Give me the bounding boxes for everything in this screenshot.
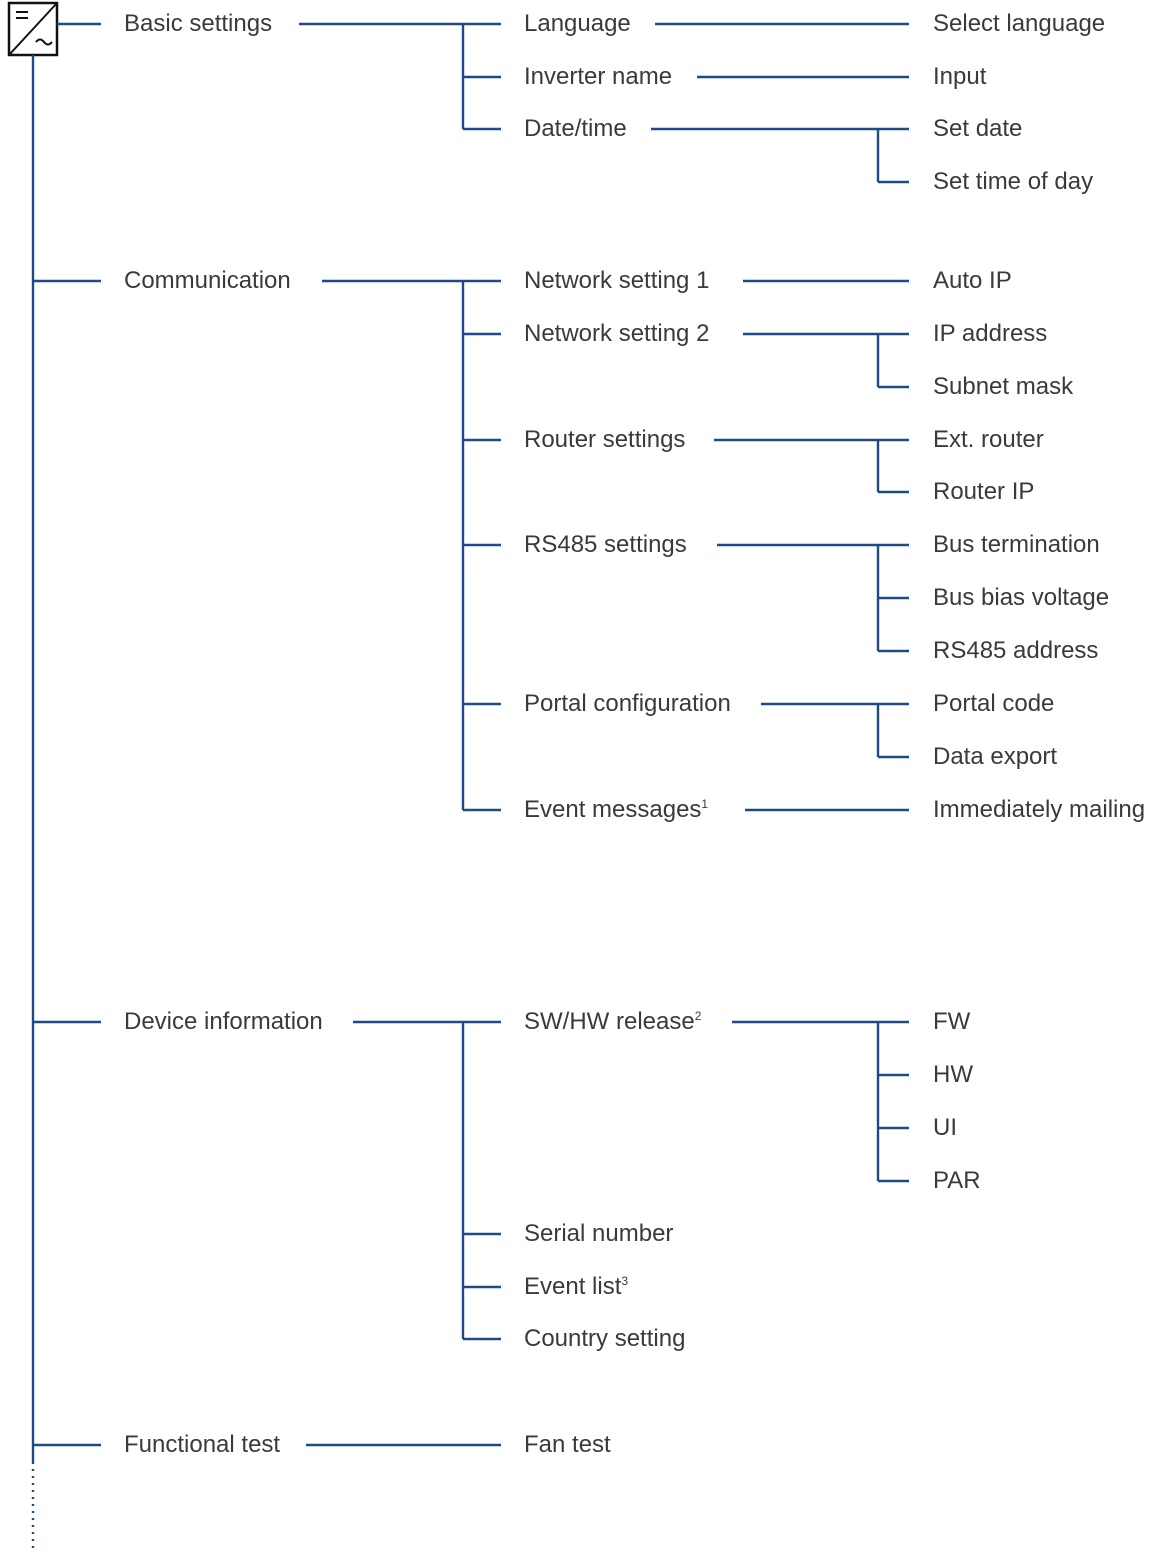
menu-set-time-of-day: Set time of day bbox=[933, 168, 1094, 195]
menu-event-list-label: Event list bbox=[524, 1273, 622, 1300]
menu-device-information: Device information bbox=[124, 1008, 323, 1035]
menu-network-setting-1: Network setting 1 bbox=[524, 267, 710, 294]
menu-country-setting: Country setting bbox=[524, 1325, 686, 1352]
inverter-icon bbox=[7, 1, 59, 57]
menu-input: Input bbox=[933, 63, 987, 90]
menu-sw-hw-release-label: SW/HW release bbox=[524, 1008, 695, 1035]
menu-par: PAR bbox=[933, 1167, 981, 1194]
menu-sw-hw-release: SW/HW release2 bbox=[524, 1008, 701, 1036]
menu-bus-bias-voltage: Bus bias voltage bbox=[933, 584, 1110, 611]
menu-communication: Communication bbox=[124, 267, 291, 294]
menu-data-export: Data export bbox=[933, 743, 1058, 770]
menu-rs485-settings: RS485 settings bbox=[524, 531, 687, 558]
menu-ui: UI bbox=[933, 1114, 957, 1141]
menu-inverter-name: Inverter name bbox=[524, 63, 673, 90]
menu-language: Language bbox=[524, 10, 631, 37]
menu-ext-router: Ext. router bbox=[933, 426, 1044, 453]
footnote-3: 3 bbox=[621, 1274, 629, 1288]
menu-select-language: Select language bbox=[933, 10, 1106, 37]
menu-fw: FW bbox=[933, 1008, 971, 1035]
menu-network-setting-2: Network setting 2 bbox=[524, 320, 710, 347]
menu-serial-number: Serial number bbox=[524, 1220, 674, 1247]
menu-date-time: Date/time bbox=[524, 115, 627, 142]
menu-event-messages-label: Event messages bbox=[524, 796, 702, 823]
footnote-1: 1 bbox=[701, 797, 709, 811]
menu-immediately-mailing: Immediately mailing bbox=[933, 796, 1146, 823]
menu-auto-ip: Auto IP bbox=[933, 267, 1012, 294]
menu-rs485-address: RS485 address bbox=[933, 637, 1099, 664]
menu-ip-address: IP address bbox=[933, 320, 1048, 347]
menu-portal-code: Portal code bbox=[933, 690, 1055, 717]
menu-functional-test: Functional test bbox=[124, 1431, 281, 1458]
menu-set-date: Set date bbox=[933, 115, 1023, 142]
menu-portal-configuration: Portal configuration bbox=[524, 690, 731, 717]
menu-event-messages: Event messages1 bbox=[524, 796, 708, 824]
menu-basic-settings: Basic settings bbox=[124, 10, 273, 37]
menu-router-ip: Router IP bbox=[933, 478, 1035, 505]
menu-subnet-mask: Subnet mask bbox=[933, 373, 1074, 400]
menu-event-list: Event list3 bbox=[524, 1273, 628, 1301]
menu-bus-termination: Bus termination bbox=[933, 531, 1100, 558]
menu-hw: HW bbox=[933, 1061, 973, 1088]
footnote-2: 2 bbox=[694, 1009, 702, 1023]
menu-fan-test: Fan test bbox=[524, 1431, 611, 1458]
menu-router-settings: Router settings bbox=[524, 426, 686, 453]
